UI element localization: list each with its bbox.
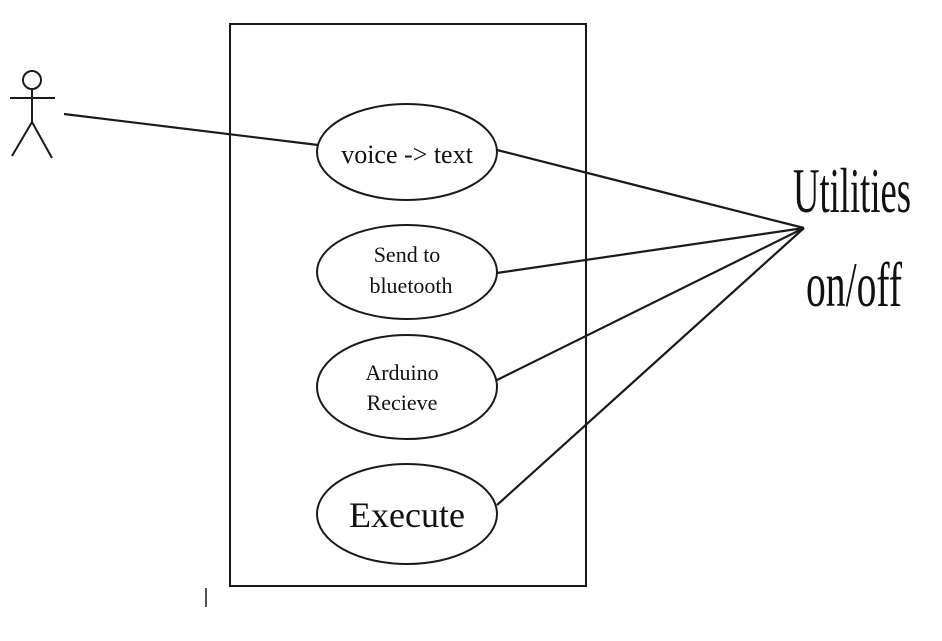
use-case-send-to-bluetooth: Send to bluetooth: [316, 224, 498, 320]
use-case-voice-to-text: voice -> text: [316, 103, 498, 201]
utilities-actor: Utilities on/off: [793, 155, 911, 320]
user-actor-icon: [10, 70, 55, 159]
association-user-voice: [63, 112, 319, 147]
use-case-send-to-bluetooth-line1: Send to: [374, 242, 441, 267]
associations: [63, 112, 805, 506]
use-case-arduino-recieve-line2: Recieve: [367, 390, 438, 415]
system-boundary: [229, 23, 587, 587]
use-case-send-to-bluetooth-line2: bluetooth: [369, 273, 452, 298]
use-case-execute: Execute: [316, 463, 498, 565]
association-arduino-utilities: [496, 227, 805, 381]
use-case-arduino-recieve: Arduino Recieve: [316, 334, 498, 440]
use-case-arduino-recieve-line1: Arduino: [365, 360, 438, 385]
use-case-voice-to-text-label: voice -> text: [341, 140, 473, 169]
utilities-actor-label-line1: Utilities: [793, 155, 911, 226]
utilities-actor-label-line2: on/off: [806, 249, 902, 320]
association-voice-utilities: [496, 148, 805, 230]
use-case-execute-label: Execute: [349, 495, 465, 535]
association-execute-utilities: [496, 227, 805, 506]
association-bluetooth-utilities: [496, 226, 805, 275]
